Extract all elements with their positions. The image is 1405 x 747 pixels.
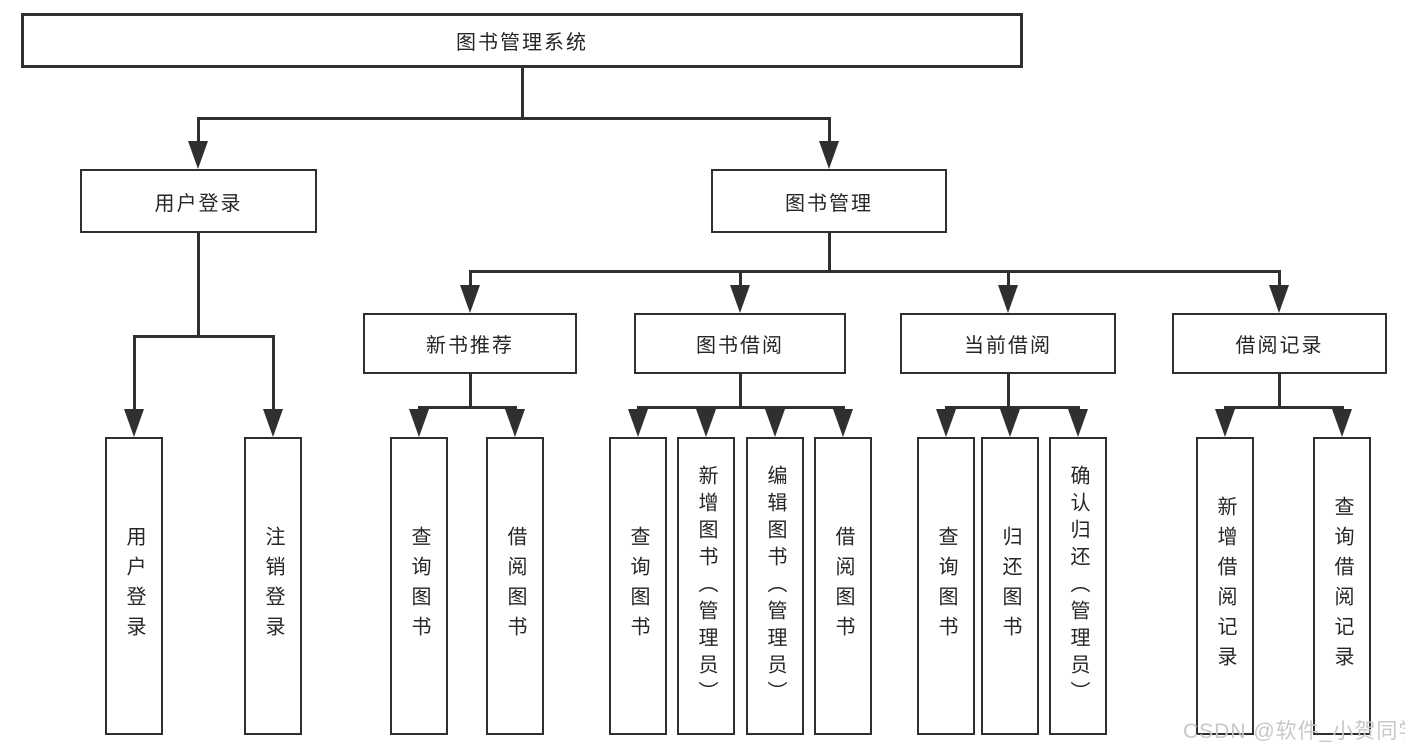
arrow-head bbox=[1068, 409, 1088, 437]
leaf-logout-label: 注销登录 bbox=[262, 526, 284, 646]
connector-line bbox=[197, 117, 200, 144]
arrow-head bbox=[765, 409, 785, 437]
connector-line bbox=[133, 335, 275, 338]
arrow-head bbox=[460, 285, 480, 313]
arrow-head bbox=[833, 409, 853, 437]
node-book-management-label: 图书管理 bbox=[785, 192, 873, 215]
arrow-head bbox=[124, 409, 144, 437]
arrow-head bbox=[730, 285, 750, 313]
leaf-borrow-book-1-label: 借阅图书 bbox=[504, 526, 526, 646]
arrow-head bbox=[998, 285, 1018, 313]
node-new-book-recommend: 新书推荐 bbox=[363, 313, 577, 374]
leaf-logout: 注销登录 bbox=[244, 437, 302, 735]
node-new-book-recommend-label: 新书推荐 bbox=[426, 335, 514, 357]
node-current-borrow-label: 当前借阅 bbox=[964, 335, 1052, 357]
connector-line bbox=[1278, 373, 1281, 408]
connector-line bbox=[272, 335, 275, 411]
node-root: 图书管理系统 bbox=[21, 13, 1023, 68]
connector-line bbox=[945, 406, 1080, 409]
leaf-query-borrow-record-label: 查询借阅记录 bbox=[1331, 496, 1353, 676]
arrow-head bbox=[819, 141, 839, 169]
leaf-user-login: 用户登录 bbox=[105, 437, 163, 735]
arrow-head bbox=[1332, 409, 1352, 437]
connector-line bbox=[469, 270, 472, 287]
arrow-head bbox=[263, 409, 283, 437]
arrow-head bbox=[628, 409, 648, 437]
connector-line bbox=[828, 231, 831, 272]
leaf-add-book: 新增图书（管理员） bbox=[677, 437, 735, 735]
leaf-edit-book-label: 编辑图书（管理员） bbox=[764, 464, 786, 708]
connector-line bbox=[418, 406, 517, 409]
connector-line bbox=[1278, 270, 1281, 287]
connector-line bbox=[1007, 270, 1010, 287]
connector-line bbox=[469, 270, 1280, 273]
node-book-management: 图书管理 bbox=[711, 169, 947, 233]
leaf-add-book-label: 新增图书（管理员） bbox=[695, 464, 717, 708]
arrow-head bbox=[188, 141, 208, 169]
connector-line bbox=[197, 117, 831, 120]
node-user-login-label: 用户登录 bbox=[154, 192, 243, 215]
connector-line bbox=[469, 373, 472, 408]
leaf-user-login-label: 用户登录 bbox=[123, 526, 145, 646]
leaf-add-borrow-record-label: 新增借阅记录 bbox=[1214, 496, 1236, 676]
node-book-borrow: 图书借阅 bbox=[634, 313, 846, 374]
arrow-head bbox=[696, 409, 716, 437]
connector-line bbox=[521, 66, 524, 118]
leaf-query-book-3: 查询图书 bbox=[917, 437, 975, 735]
leaf-query-borrow-record: 查询借阅记录 bbox=[1313, 437, 1371, 735]
node-borrow-records: 借阅记录 bbox=[1172, 313, 1387, 374]
node-user-login: 用户登录 bbox=[80, 169, 317, 233]
node-book-borrow-label: 图书借阅 bbox=[696, 335, 784, 357]
leaf-return-book: 归还图书 bbox=[981, 437, 1039, 735]
leaf-borrow-book-2-label: 借阅图书 bbox=[832, 526, 854, 646]
leaf-query-book-2-label: 查询图书 bbox=[627, 526, 649, 646]
arrow-head bbox=[936, 409, 956, 437]
arrow-head bbox=[1215, 409, 1235, 437]
arrow-head bbox=[1000, 409, 1020, 437]
connector-line bbox=[133, 335, 136, 411]
leaf-borrow-book-1: 借阅图书 bbox=[486, 437, 544, 735]
csdn-watermark: CSDN @软件_小贺同学 bbox=[1183, 720, 1405, 743]
connector-line bbox=[739, 373, 742, 408]
connector-line bbox=[1224, 406, 1344, 409]
arrow-head bbox=[505, 409, 525, 437]
leaf-query-book-3-label: 查询图书 bbox=[935, 526, 957, 646]
connector-line bbox=[197, 231, 200, 337]
connector-line bbox=[828, 117, 831, 144]
arrow-head bbox=[1269, 285, 1289, 313]
leaf-confirm-return-label: 确认归还（管理员） bbox=[1067, 464, 1089, 708]
leaf-query-book-2: 查询图书 bbox=[609, 437, 667, 735]
leaf-query-book-1: 查询图书 bbox=[390, 437, 448, 735]
connector-line bbox=[637, 406, 845, 409]
leaf-borrow-book-2: 借阅图书 bbox=[814, 437, 872, 735]
leaf-return-book-label: 归还图书 bbox=[999, 526, 1021, 646]
connector-line bbox=[1007, 373, 1010, 408]
arrow-head bbox=[409, 409, 429, 437]
leaf-confirm-return: 确认归还（管理员） bbox=[1049, 437, 1107, 735]
leaf-edit-book: 编辑图书（管理员） bbox=[746, 437, 804, 735]
node-root-label: 图书管理系统 bbox=[456, 32, 588, 54]
connector-line bbox=[739, 270, 742, 287]
node-borrow-records-label: 借阅记录 bbox=[1235, 335, 1324, 357]
node-current-borrow: 当前借阅 bbox=[900, 313, 1116, 374]
leaf-query-book-1-label: 查询图书 bbox=[408, 526, 430, 646]
leaf-add-borrow-record: 新增借阅记录 bbox=[1196, 437, 1254, 735]
